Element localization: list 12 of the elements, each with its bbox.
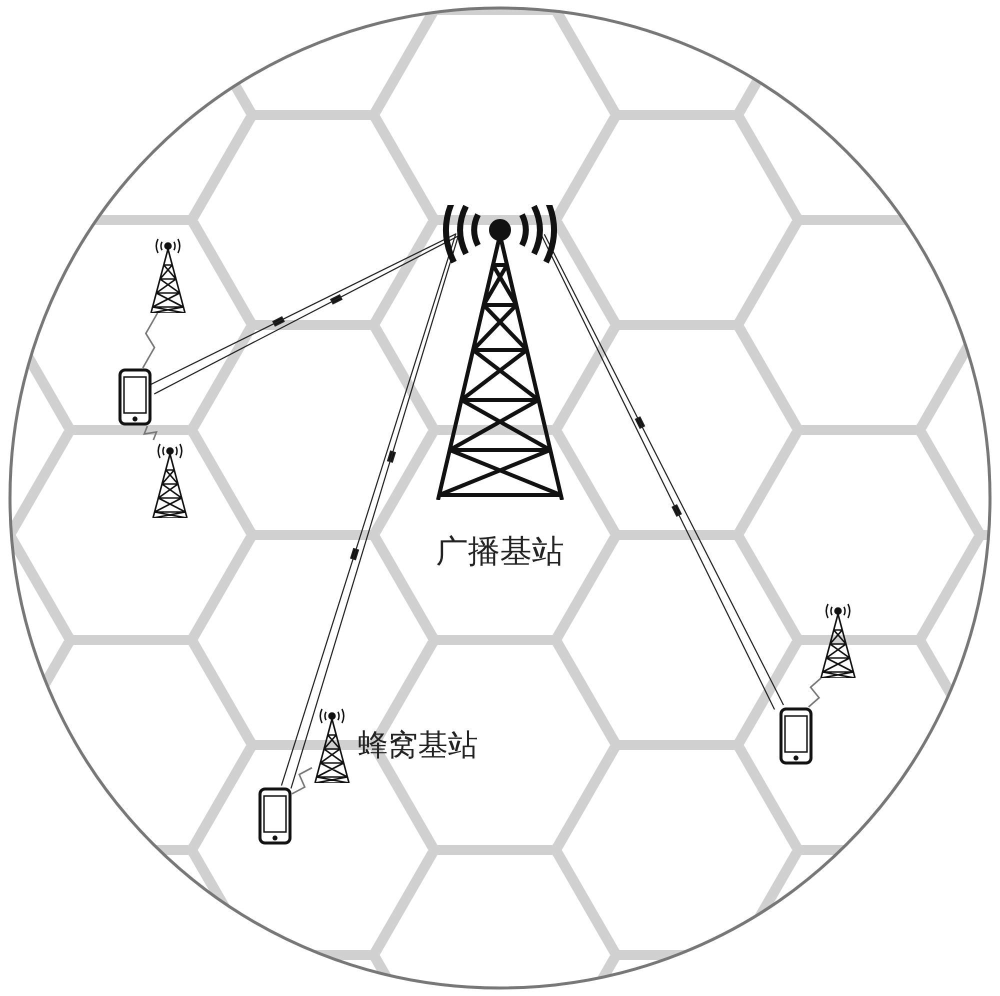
wireless-link (142, 312, 158, 368)
station-label: 广播基站 (435, 531, 565, 572)
mobile-phone-icon (779, 707, 813, 765)
wireless-link (143, 426, 158, 440)
radio-link (280, 234, 460, 790)
wireless-link (808, 677, 822, 708)
mobile-phone-icon (258, 787, 292, 845)
mobile-phone-icon (118, 368, 152, 426)
station-label: 蜂窝基站 (358, 727, 478, 765)
radio-link (541, 234, 784, 710)
radio-link (149, 233, 458, 395)
wireless-link (292, 767, 312, 795)
